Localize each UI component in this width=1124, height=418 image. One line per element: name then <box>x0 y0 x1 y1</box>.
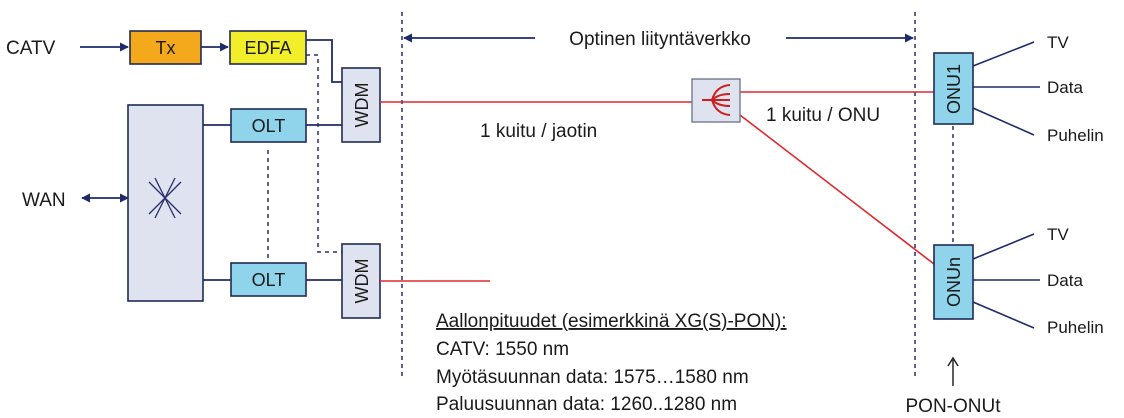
onu-top-block: ONU1 <box>933 52 974 125</box>
edfa-wdm-dashed-link <box>306 54 342 253</box>
service-bottom-tv: TV <box>1047 225 1069 244</box>
edfa-wdm-link <box>306 39 342 83</box>
wavelength-line-catv: CATV: 1550 nm <box>436 339 569 360</box>
olt-bottom-block: OLT <box>230 262 307 297</box>
onu-bottom-block: ONUn <box>933 244 974 320</box>
wdm-top-label: WDM <box>352 83 372 128</box>
edfa-label: EDFA <box>244 38 291 58</box>
service-bottom-phone: Puhelin <box>1047 318 1104 337</box>
access-network-label: Optinen liityntäverkko <box>569 29 751 50</box>
wdm-bottom-block: WDM <box>341 243 381 319</box>
edfa-block: EDFA <box>229 30 307 65</box>
olt-top-label: OLT <box>252 116 286 136</box>
olt-bottom-label: OLT <box>252 270 286 290</box>
service-bottom-data: Data <box>1047 271 1083 290</box>
fiber-per-splitter-label: 1 kuitu / jaotin <box>480 121 597 142</box>
service-lines-bottom <box>972 233 1040 329</box>
drop-fiber-bottom <box>739 114 935 265</box>
service-top-phone: Puhelin <box>1047 126 1104 145</box>
catv-input-label: CATV <box>6 38 56 59</box>
service-lines-top <box>972 41 1040 136</box>
olt-top-block: OLT <box>230 108 307 143</box>
pon-onus-label: PON-ONUt <box>906 396 1002 417</box>
onu-bottom-label: ONUn <box>944 257 964 307</box>
wdm-top-block: WDM <box>341 67 381 143</box>
wavelength-line-upstream: Paluusuunnan data: 1260..1280 nm <box>436 394 737 415</box>
service-top-data: Data <box>1047 78 1083 97</box>
switch-cross-icon <box>148 177 182 219</box>
switch-block <box>127 104 204 302</box>
tx-block: Tx <box>129 30 202 65</box>
splitter-icon <box>691 78 741 123</box>
wavelength-line-downstream: Myötäsuunnan data: 1575…1580 nm <box>436 367 749 388</box>
tx-label: Tx <box>156 38 176 58</box>
wan-input-label: WAN <box>22 190 66 211</box>
service-top-tv: TV <box>1047 33 1069 52</box>
wavelengths-heading: Aallonpituudet (esimerkkinä XG(S)-PON): <box>436 311 787 332</box>
fiber-per-onu-label: 1 kuitu / ONU <box>766 105 880 126</box>
onu-top-label: ONU1 <box>944 64 964 114</box>
wdm-bottom-label: WDM <box>352 259 372 304</box>
